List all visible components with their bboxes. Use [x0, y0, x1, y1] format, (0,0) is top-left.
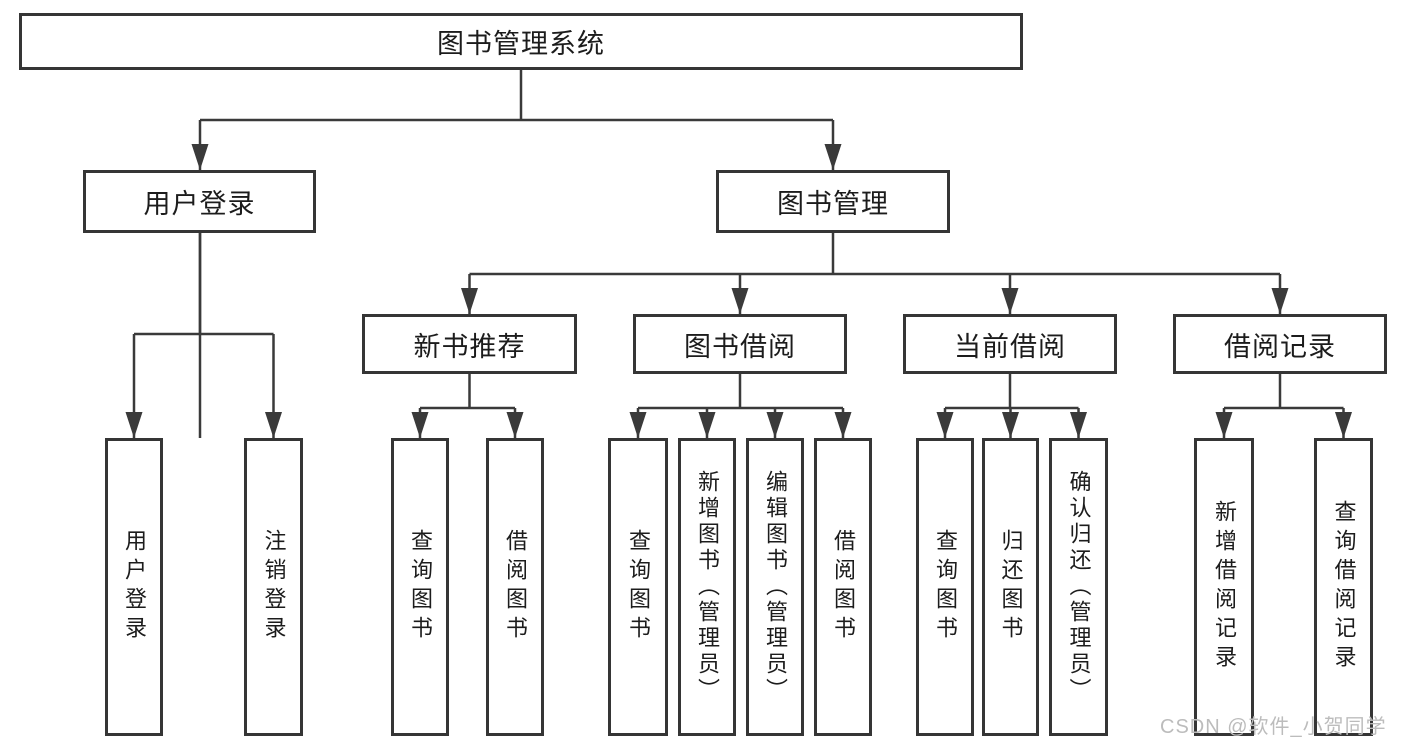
- leaf-newrec-borrow-books: 借阅图书: [486, 438, 544, 736]
- root-node-label: 图书管理系统: [437, 29, 605, 59]
- node-user-login-label: 用户登录: [143, 189, 256, 219]
- connector-book-borrowing-children: [636, 374, 845, 438]
- root-node: 图书管理系统: [19, 13, 1023, 70]
- leaf-logout: 注销登录: [244, 438, 303, 736]
- leaf-records-add-record-label: 新增借阅记录: [1212, 500, 1237, 674]
- leaf-borrowing-borrow-books: 借阅图书: [814, 438, 872, 736]
- connector-book-management-sections: [468, 233, 1282, 314]
- connector-root-to-level2: [198, 70, 835, 438]
- leaf-current-query-books: 查询图书: [916, 438, 974, 736]
- connector-new-book-children: [418, 374, 517, 438]
- leaf-borrowing-query-books: 查询图书: [608, 438, 668, 736]
- leaf-records-add-record: 新增借阅记录: [1194, 438, 1254, 736]
- node-new-book-recommend: 新书推荐: [362, 314, 577, 374]
- node-book-management: 图书管理: [716, 170, 950, 233]
- leaf-borrowing-query-books-label: 查询图书: [626, 529, 651, 645]
- node-user-login: 用户登录: [83, 170, 316, 233]
- leaf-borrowing-borrow-books-label: 借阅图书: [831, 529, 856, 645]
- leaf-newrec-borrow-books-label: 借阅图书: [503, 529, 528, 645]
- leaf-current-confirm-return-admin: 确认归还（管理员）: [1049, 438, 1108, 736]
- leaf-current-confirm-return-admin-label: 确认归还（管理员）: [1066, 470, 1092, 704]
- node-borrowing-records-label: 借阅记录: [1224, 331, 1336, 362]
- leaf-borrowing-edit-books-admin: 编辑图书（管理员）: [746, 438, 804, 736]
- connector-user-login-children: [132, 233, 275, 438]
- leaf-newrec-query-books-label: 查询图书: [408, 529, 433, 645]
- node-current-borrowing-label: 当前借阅: [954, 331, 1066, 362]
- leaf-current-query-books-label: 查询图书: [933, 529, 958, 645]
- node-book-borrowing: 图书借阅: [633, 314, 847, 374]
- csdn-watermark: CSDN @软件_小贺同学: [1160, 716, 1387, 738]
- node-current-borrowing: 当前借阅: [903, 314, 1117, 374]
- node-borrowing-records: 借阅记录: [1173, 314, 1387, 374]
- leaf-records-query-record-label: 查询借阅记录: [1331, 500, 1357, 674]
- leaf-borrowing-add-books-admin-label: 新增图书（管理员）: [695, 470, 720, 704]
- leaf-records-query-record: 查询借阅记录: [1314, 438, 1373, 736]
- connector-borrowing-records-children: [1222, 374, 1345, 438]
- leaf-logout-label: 注销登录: [261, 529, 287, 645]
- leaf-newrec-query-books: 查询图书: [391, 438, 449, 736]
- leaf-user-login: 用户登录: [105, 438, 163, 736]
- leaf-borrowing-edit-books-admin-label: 编辑图书（管理员）: [763, 470, 788, 704]
- node-book-borrowing-label: 图书借阅: [684, 331, 796, 362]
- leaf-current-return-books-label: 归还图书: [998, 529, 1024, 645]
- leaf-current-return-books: 归还图书: [982, 438, 1039, 736]
- leaf-user-login-label: 用户登录: [122, 529, 147, 645]
- node-book-management-label: 图书管理: [777, 189, 889, 219]
- arrowheads: [125, 144, 1352, 438]
- node-new-book-recommend-label: 新书推荐: [413, 331, 526, 362]
- leaf-borrowing-add-books-admin: 新增图书（管理员）: [678, 438, 736, 736]
